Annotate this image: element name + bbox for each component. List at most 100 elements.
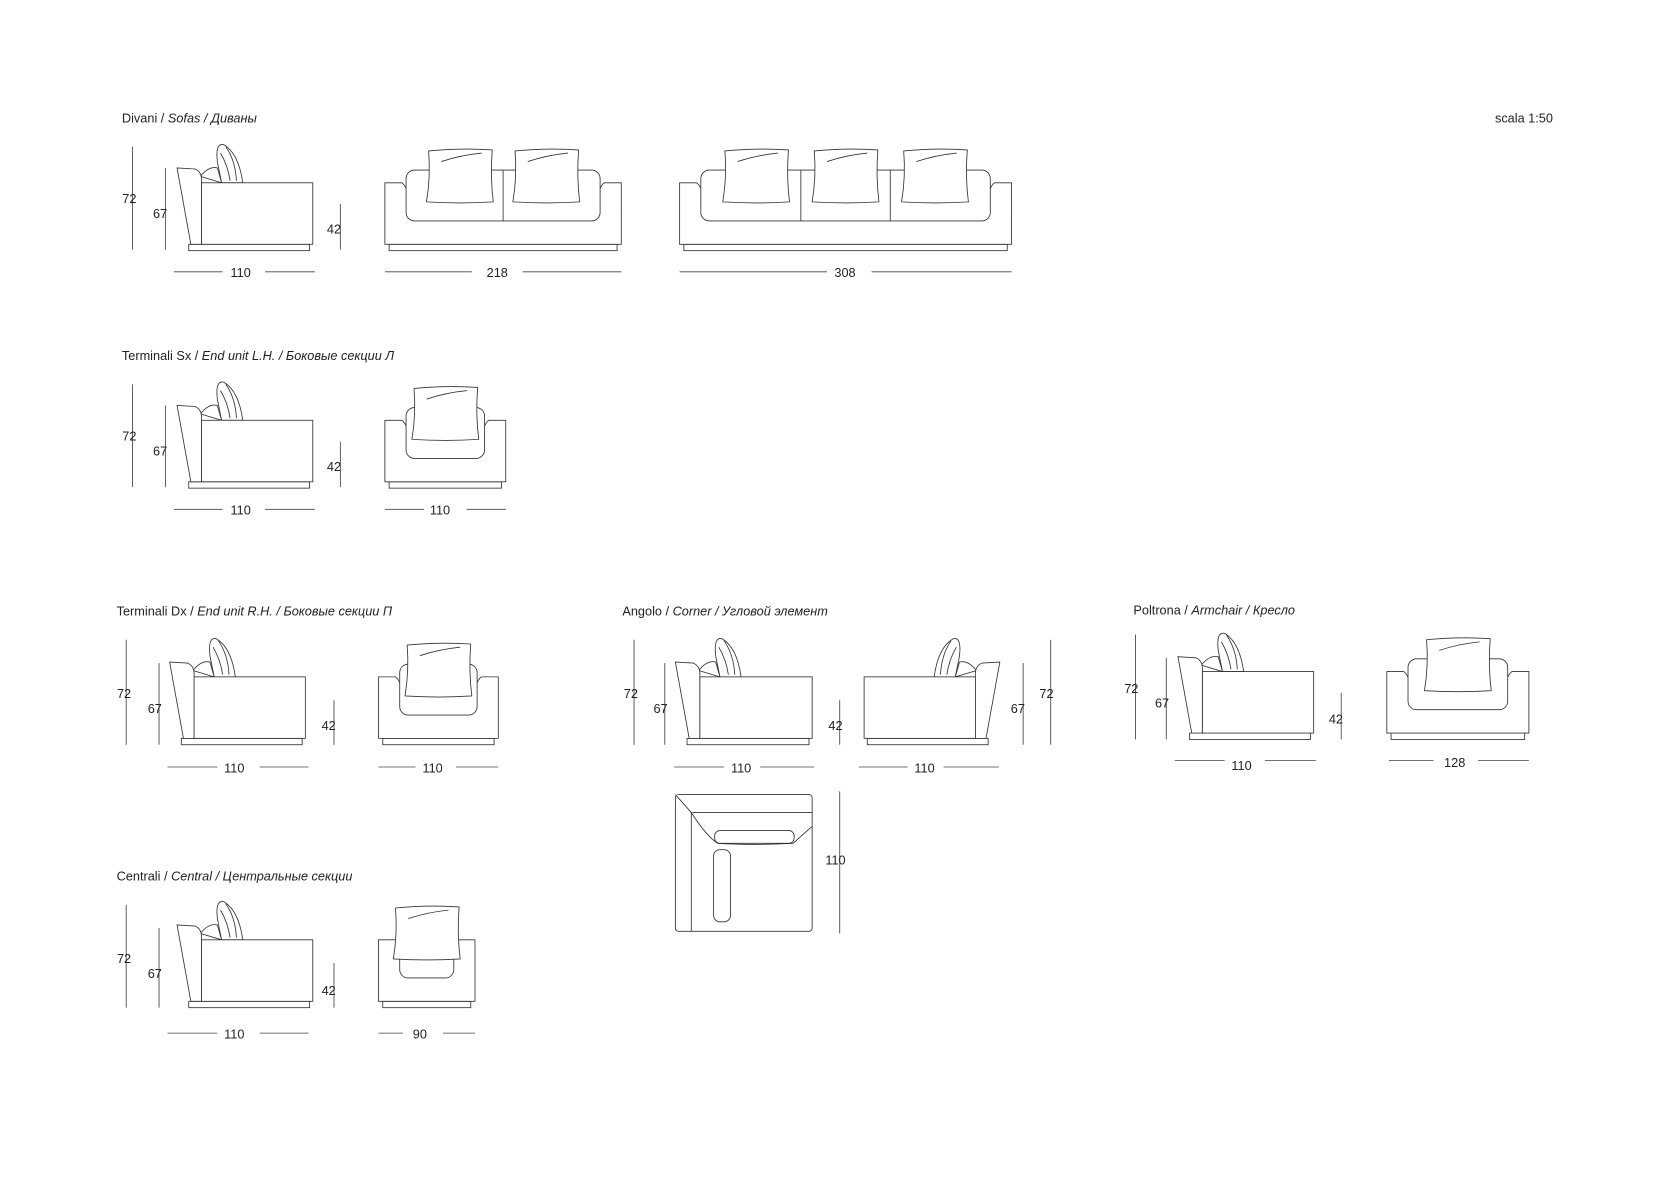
side-view-armchair	[1177, 632, 1315, 740]
plinth	[382, 1000, 472, 1009]
side-view-corner-left	[674, 638, 813, 746]
back-cushion	[1423, 637, 1492, 693]
dim-depth: 110	[1231, 758, 1251, 773]
back-frame	[169, 661, 195, 739]
plinth	[388, 243, 618, 252]
back-cushion	[411, 386, 480, 441]
dim-width-3-seater: 308	[834, 265, 855, 280]
dim-seat-height: 42	[327, 222, 341, 237]
back-cushion	[425, 148, 494, 204]
front-view-end-unit-lh	[384, 386, 507, 489]
back-cushion	[216, 143, 244, 184]
dim-back-height-right: 67	[1011, 701, 1025, 716]
plinth	[188, 243, 311, 252]
lumbar-cushion	[954, 661, 978, 678]
plinth	[686, 737, 810, 746]
section-title-corner: Angolo / Corner / Угловой элемент	[622, 603, 827, 618]
dim-height-right: 72	[1039, 686, 1053, 701]
dim-back-height: 67	[148, 701, 162, 716]
section-title-armchair: Poltrona / Armchair / Кресло	[1133, 602, 1295, 617]
back-cushion	[901, 148, 969, 204]
dim-depth: 110	[231, 503, 251, 518]
back-cushion	[722, 148, 791, 204]
section-title-sofas: Divani / Sofas / Диваны	[122, 110, 258, 125]
cushion-crease	[426, 390, 468, 400]
dim-back-height: 67	[653, 701, 667, 716]
back-cushion	[209, 638, 236, 678]
dim-depth-right: 110	[914, 760, 934, 775]
section-title-end-unit-rh: Terminali Dx / End unit R.H. / Боковые с…	[117, 603, 393, 618]
title-regular: Terminali Dx /	[117, 603, 198, 618]
back-cushion	[404, 642, 473, 698]
plinth	[866, 737, 989, 746]
back-cushion	[714, 830, 795, 844]
lumbar-cushion	[192, 661, 215, 678]
front-view-2-seater	[384, 148, 622, 252]
cushion-crease	[441, 152, 482, 162]
scale-label: scala 1:50	[1495, 110, 1553, 125]
dim-back-height: 67	[1155, 696, 1169, 711]
dim-depth: 110	[224, 1026, 244, 1041]
plinth	[188, 481, 311, 489]
dim-seat-height: 42	[322, 718, 336, 733]
title-italic: End unit R.H. / Боковые секции П	[197, 603, 393, 618]
dim-height: 72	[122, 428, 136, 443]
lumbar-cushion	[199, 924, 223, 941]
lumbar-cushion	[199, 167, 223, 184]
plan-view-corner	[674, 794, 813, 932]
front-view-end-unit-rh	[378, 642, 499, 746]
side-view-end-unit-rh	[169, 638, 306, 746]
back-cushion	[216, 901, 244, 941]
dim-depth: 110	[231, 265, 251, 280]
plinth	[388, 481, 502, 489]
title-italic: End unit L.H. / Боковые секции Л	[202, 348, 395, 363]
plinth	[188, 1000, 311, 1009]
seat-body	[201, 182, 314, 245]
cushion-crease	[419, 646, 461, 657]
back-cushion	[713, 849, 731, 923]
cushion-crease	[737, 152, 778, 162]
back-frame	[974, 661, 1001, 739]
dim-height: 72	[624, 686, 638, 701]
title-italic: Armchair / Кресло	[1190, 602, 1295, 617]
cushion-crease	[826, 152, 868, 162]
dim-back-height: 67	[148, 966, 162, 981]
title-italic: Corner / Угловой элемент	[673, 603, 828, 618]
dim-seat-height: 42	[828, 718, 842, 733]
back-cushion	[811, 148, 880, 204]
title-italic: Sofas / Диваны	[168, 110, 258, 125]
dim-width: 110	[422, 760, 442, 775]
cushion-crease	[916, 152, 957, 162]
dimension-lines	[125, 146, 1529, 1034]
front-view-3-seater	[679, 148, 1012, 252]
title-regular: Terminali Sx /	[122, 348, 202, 363]
front-view-armchair	[1386, 637, 1530, 740]
cushion-seam	[220, 903, 237, 938]
cushion-seam	[940, 640, 957, 675]
back-cushion	[392, 905, 461, 961]
lumbar-cushion	[697, 661, 721, 678]
seat-body	[201, 419, 314, 483]
back-frame	[176, 167, 203, 245]
dim-plan-depth: 110	[825, 853, 845, 868]
back-frame	[674, 661, 701, 739]
section-title-end-unit-lh: Terminali Sx / End unit L.H. / Боковые с…	[122, 348, 394, 363]
cushion-crease	[527, 152, 569, 162]
plinth	[1189, 732, 1311, 740]
seat-body	[699, 676, 813, 739]
front-view-central	[378, 905, 476, 1009]
seat-body	[1201, 671, 1315, 734]
plinth	[382, 737, 495, 746]
back-cushion	[512, 148, 581, 204]
cushion-seam	[1221, 635, 1238, 670]
dim-height: 72	[117, 686, 131, 701]
seat-body	[201, 939, 314, 1002]
plinth	[180, 737, 303, 746]
seat-body	[863, 676, 976, 739]
dim-height: 72	[1124, 681, 1138, 696]
dim-width-2-seater: 218	[487, 265, 508, 280]
dim-seat-height: 42	[322, 983, 336, 998]
back-frame	[1177, 656, 1203, 734]
dim-depth-left: 110	[731, 760, 751, 775]
